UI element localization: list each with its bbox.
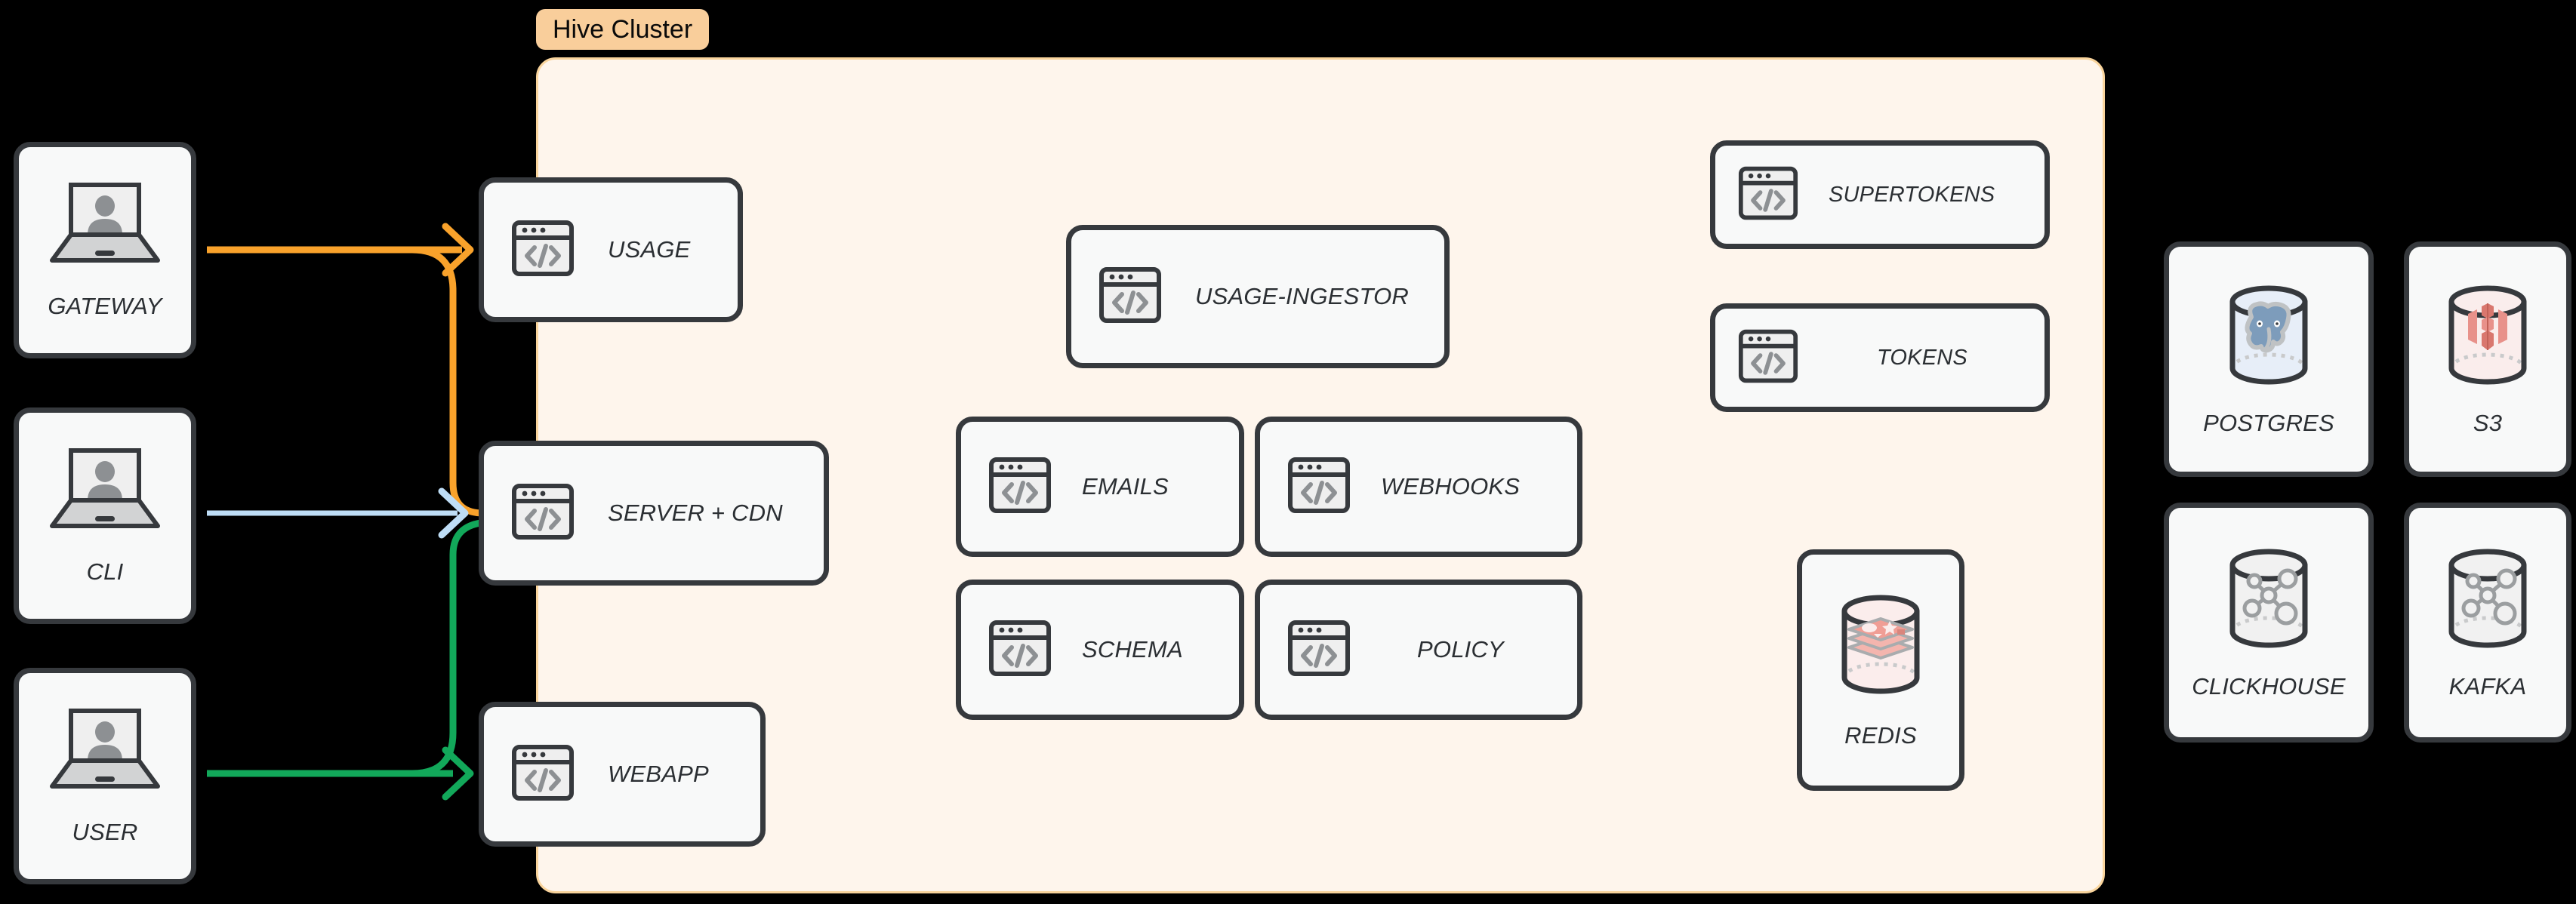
service-node-usage-ingestor[interactable]: USAGE-INGESTOR: [1066, 225, 1450, 368]
service-node-schema[interactable]: SCHEMA: [956, 580, 1244, 720]
laptop-user-icon: [48, 180, 162, 273]
code-window-icon: [1287, 617, 1351, 684]
client-label-user: USER: [72, 819, 138, 845]
user-to-webapp-edge: [207, 518, 491, 801]
service-label-policy: POLICY: [1417, 636, 1504, 663]
service-label-usage-ingestor: USAGE-INGESTOR: [1195, 283, 1409, 309]
datastore-node-postgres[interactable]: POSTGRES: [2164, 241, 2374, 477]
code-window-icon: [1738, 326, 1798, 390]
datastore-label-postgres: POSTGRES: [2203, 409, 2334, 436]
datastore-node-kafka[interactable]: KAFKA: [2404, 503, 2571, 743]
postgres-cylinder-icon: [2217, 282, 2321, 393]
service-node-emails[interactable]: EMAILS: [956, 417, 1244, 557]
datastore-node-clickhouse[interactable]: CLICKHOUSE: [2164, 503, 2374, 743]
service-label-server-cdn: SERVER + CDN: [608, 500, 783, 526]
gateway-to-usage-edge: [207, 223, 487, 517]
service-label-supertokens: SUPERTOKENS: [1829, 182, 1995, 207]
service-label-tokens: TOKENS: [1877, 345, 1967, 370]
service-node-policy[interactable]: POLICY: [1255, 580, 1582, 720]
datastore-node-s3[interactable]: S3: [2404, 241, 2571, 477]
hive-cluster-badge: Hive Cluster: [536, 9, 710, 50]
service-node-webhooks[interactable]: WEBHOOKS: [1255, 417, 1582, 557]
client-node-cli[interactable]: CLI: [14, 407, 196, 624]
code-window-icon: [1098, 263, 1162, 331]
service-label-usage: USAGE: [608, 236, 691, 263]
clickhouse-cylinder-icon: [2219, 546, 2319, 656]
laptop-user-icon: [48, 446, 162, 539]
service-node-usage[interactable]: USAGE: [479, 177, 743, 322]
service-label-webapp: WEBAPP: [608, 761, 709, 787]
datastore-label-s3: S3: [2473, 409, 2503, 436]
service-node-supertokens[interactable]: SUPERTOKENS: [1710, 140, 2050, 249]
code-window-icon: [988, 617, 1052, 684]
client-label-gateway: GATEWAY: [48, 293, 162, 319]
service-label-webhooks: WEBHOOKS: [1381, 473, 1521, 500]
service-node-server-cdn[interactable]: SERVER + CDN: [479, 441, 829, 586]
service-node-tokens[interactable]: TOKENS: [1710, 303, 2050, 412]
datastore-node-redis[interactable]: REDIS: [1797, 549, 1964, 791]
laptop-user-icon: [48, 706, 162, 799]
cli-to-server-edge: [207, 487, 469, 539]
client-node-user[interactable]: USER: [14, 668, 196, 884]
service-label-emails: EMAILS: [1082, 473, 1169, 500]
kafka-cylinder-icon: [2438, 546, 2537, 656]
code-window-icon: [988, 454, 1052, 521]
client-label-cli: CLI: [86, 558, 124, 585]
datastore-label-redis: REDIS: [1844, 721, 1917, 749]
code-window-icon: [1287, 454, 1351, 521]
code-window-icon: [511, 480, 575, 547]
s3-cylinder-icon: [2438, 282, 2537, 393]
code-window-icon: [511, 217, 575, 284]
service-label-schema: SCHEMA: [1082, 636, 1183, 663]
datastore-label-kafka: KAFKA: [2448, 672, 2527, 700]
client-node-gateway[interactable]: GATEWAY: [14, 142, 196, 358]
datastore-label-clickhouse: CLICKHOUSE: [2192, 672, 2346, 700]
redis-cylinder-icon: [1831, 592, 1930, 703]
code-window-icon: [1738, 163, 1798, 227]
service-node-webapp[interactable]: WEBAPP: [479, 702, 766, 847]
code-window-icon: [511, 741, 575, 808]
